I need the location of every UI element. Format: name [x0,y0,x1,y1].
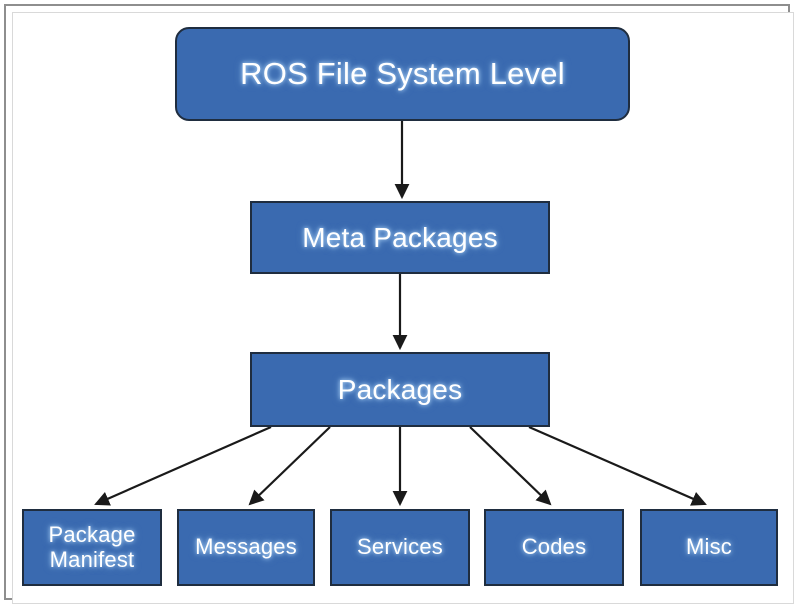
node-package-manifest-label: Package Manifest [48,521,136,572]
node-codes[interactable]: Codes [484,509,624,586]
node-services[interactable]: Services [330,509,470,586]
node-messages-label: Messages [195,534,297,560]
node-meta-packages[interactable]: Meta Packages [250,201,550,274]
node-ros-file-system-level[interactable]: ROS File System Level [175,27,630,121]
node-root-label: ROS File System Level [240,55,565,91]
node-misc-label: Misc [685,534,732,560]
node-services-label: Services [357,534,443,560]
node-meta-label: Meta Packages [302,221,498,253]
node-messages[interactable]: Messages [177,509,315,586]
node-package-manifest[interactable]: Package Manifest [22,509,162,586]
node-packages-label: Packages [337,373,463,405]
node-packages[interactable]: Packages [250,352,550,427]
node-codes-label: Codes [521,534,587,560]
node-misc[interactable]: Misc [640,509,778,586]
